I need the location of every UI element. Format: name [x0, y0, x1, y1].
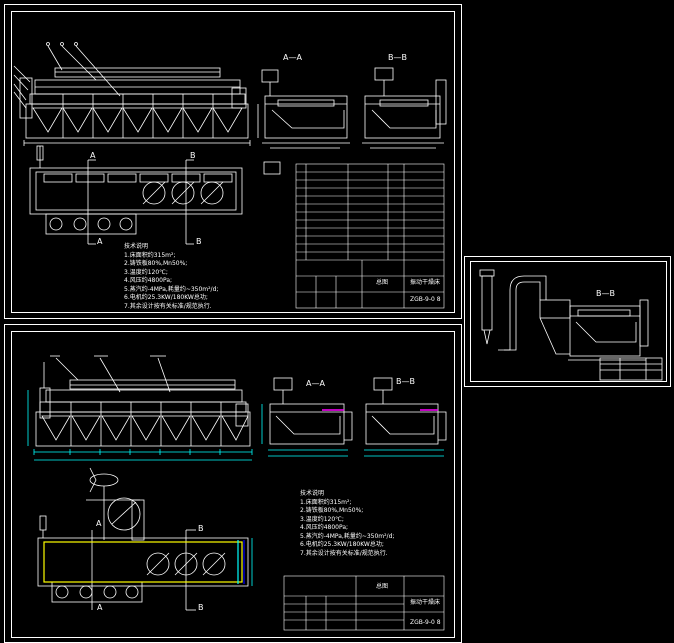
sheet-1-note-4: 4.风压约4800Pa;: [124, 277, 173, 284]
sheet-3-note-4: 4.风压约4800Pa;: [300, 524, 349, 531]
sheet-3-plan-marker-b: B: [198, 524, 204, 533]
sheet-3-title-block-name: 振动干燥床: [410, 599, 441, 606]
sheet-1-note-7: 7.其余设计按有关标准/规范执行.: [124, 302, 212, 310]
sheet-1-note-heading: 技术说明: [124, 243, 149, 250]
sheet-2-drawing: [479, 269, 663, 381]
sheet-3-plan-marker-a: A: [96, 519, 102, 528]
sheet-1-plan-view: [29, 145, 281, 245]
sheet-1-note-5: 5.蒸汽约-4MPa,耗量约~350m²/d;: [124, 285, 219, 293]
sheet-1-section-a: [257, 69, 350, 149]
sheet-3-plan-marker-a-bottom: A: [97, 603, 103, 612]
sheet-1-note-3: 3.温度约120℃;: [124, 268, 168, 276]
sheet-3-frame: [4, 324, 462, 643]
sheet-3-title-block: [283, 575, 445, 631]
sheet-1-elevation-view: [13, 42, 251, 146]
sheet-3-note-6: 6.电机约25.3KW/180KW总功;: [300, 541, 384, 548]
sheet-3-title-block-org: 总图: [376, 583, 389, 590]
sheet-1-plan-marker-a-bottom: A: [97, 237, 103, 246]
sheet-3-section-b-label: B—B: [396, 377, 415, 386]
sheet-1-section-a-label: A—A: [283, 53, 302, 62]
sheet-1-note-1: 1.床面积约315m²;: [124, 251, 176, 259]
sheet-1-title-block-org: 总图: [376, 279, 389, 286]
sheet-1-section-b-label: B—B: [388, 53, 407, 62]
sheet-3-title-block-code: ZGB-9-0 8: [410, 619, 441, 626]
sheet-3-note-5: 5.蒸汽约-4MPa,耗量约~350m²/d;: [300, 532, 395, 540]
sheet-3-note-3: 3.温度约120℃;: [300, 515, 344, 523]
sheet-1-plan-marker-a: A: [90, 151, 96, 160]
sheet-2-frame: [464, 256, 671, 387]
sheet-3-plan-marker-b-bottom: B: [198, 603, 204, 612]
sheet-1-note-6: 6.电机约25.3KW/180KW总功;: [124, 294, 208, 301]
sheet-3-plan-accent: [43, 540, 245, 584]
sheet-1-parts-table: [295, 163, 445, 309]
sheet-3-section-b-dimensions: [364, 449, 444, 457]
sheet-1-section-b: [362, 67, 447, 149]
sheet-1-plan-marker-b-bottom: B: [196, 237, 202, 246]
sheet-3-note-7: 7.其余设计按有关标准/规范执行.: [300, 549, 388, 557]
sheet-3-elevation-view: [35, 355, 251, 447]
sheet-1-title-block-name: 振动干燥床: [410, 279, 441, 286]
sheet-3-section-a-dimensions: [261, 404, 348, 457]
sheet-3-note-1: 1.床面积约315m²;: [300, 498, 352, 506]
sheet-3-note-heading: 技术说明: [300, 490, 325, 497]
sheet-1-title-block-code: ZGB-9-0 8: [410, 296, 441, 303]
sheet-3-technical-notes: 技术说明 1.床面积约315m²; 2.铸铁板80%,Mn50%; 3.温度约1…: [300, 490, 394, 558]
sheet-2-section-b-label: B—B: [596, 289, 615, 298]
sheet-3-section-b: [365, 377, 447, 445]
sheet-3-elevation-dimensions: [27, 390, 253, 461]
sheet-1-frame: [4, 4, 462, 319]
sheet-1-note-2: 2.铸铁板80%,Mn50%;: [124, 260, 188, 267]
sheet-3-section-a: [269, 377, 353, 445]
sheet-3-section-a-label: A—A: [306, 379, 325, 388]
sheet-3-plan-view: [37, 467, 249, 611]
sheet-1-plan-marker-b: B: [190, 151, 196, 160]
sheet-1-technical-notes: 技术说明 1.床面积约315m²; 2.铸铁板80%,Mn50%; 3.温度约1…: [124, 243, 218, 311]
sheet-3-note-2: 2.铸铁板80%,Mn50%;: [300, 507, 364, 514]
